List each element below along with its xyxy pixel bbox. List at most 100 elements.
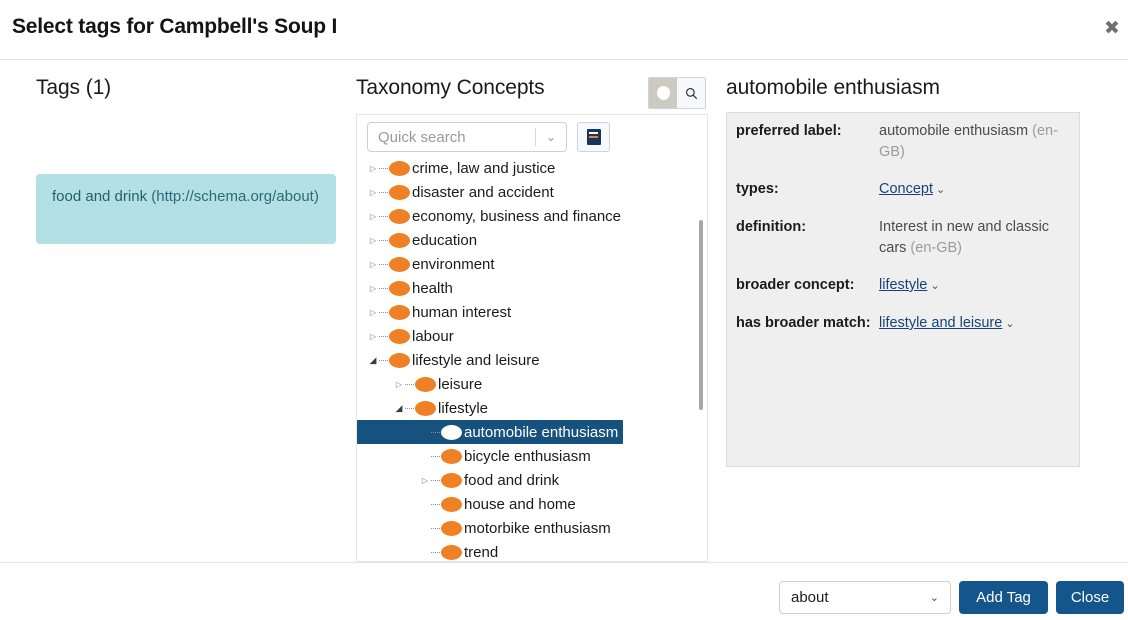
expand-arrow-icon[interactable]: ▷ (369, 187, 377, 197)
concept-dot-icon (389, 256, 410, 272)
tree-item[interactable]: ◢lifestyle and leisure (357, 348, 707, 372)
expand-arrow-icon[interactable]: ▷ (421, 475, 429, 485)
expand-arrow-icon[interactable]: ▷ (369, 259, 377, 269)
concept-dot-icon (441, 496, 462, 512)
tree-item[interactable]: ▷ labour (357, 324, 707, 348)
tree-item[interactable]: ▷disaster and accident (357, 180, 707, 204)
tag-chip[interactable]: food and drink (http://schema.org/about) (36, 174, 336, 244)
search-input[interactable]: Quick search ⌄ (367, 122, 567, 152)
tree-scrollbar[interactable] (699, 220, 703, 410)
tree-connector (379, 215, 388, 217)
detail-row: definition:Interest in new and classic c… (727, 209, 1079, 267)
detail-value-link[interactable]: Concept (879, 181, 934, 197)
expand-arrow-icon[interactable]: ▷ (369, 307, 377, 317)
tree-connector (431, 479, 440, 481)
tree-connector (379, 191, 388, 193)
concept-dot-icon (441, 424, 462, 440)
tree-item-label: leisure (438, 375, 483, 393)
detail-value-text: automobile enthusiasm (879, 123, 1029, 139)
dialog-body: Tags (1) food and drink (http://schema.o… (0, 60, 1128, 562)
tree-item-label: labour (412, 327, 454, 345)
tree-item[interactable]: ▷economy, business and finance (357, 204, 707, 228)
concept-dot-icon (415, 376, 436, 392)
tree-item-label: house and home (464, 495, 576, 513)
tree-item[interactable]: motorbike enthusiasm (357, 516, 707, 540)
detail-row-key: broader concept: (736, 277, 855, 293)
tree-item[interactable]: ◢ lifestyle (357, 396, 707, 420)
tree-item-label: automobile enthusiasm (464, 423, 619, 441)
tree-connector (431, 455, 440, 457)
tree-item-label: motorbike enthusiasm (464, 519, 611, 537)
expand-arrow-icon[interactable]: ▷ (369, 331, 377, 341)
tree-item-label: human interest (412, 303, 512, 321)
tree-item-label: crime, law and justice (412, 159, 556, 177)
detail-row: has broader match:lifestyle and leisure⌄ (727, 305, 1079, 343)
tree-item-label: education (412, 231, 478, 249)
expand-arrow-icon[interactable]: ▷ (369, 235, 377, 245)
tree-item-label: lifestyle (438, 399, 489, 417)
search-separator (535, 128, 536, 146)
tree-item[interactable]: ▷ education (357, 228, 707, 252)
detail-value-link[interactable]: lifestyle and leisure (879, 315, 1003, 331)
detail-value-link[interactable]: lifestyle (879, 277, 928, 293)
chevron-down-icon[interactable]: ⌄ (1005, 318, 1015, 330)
tag-chip-label: food and drink (52, 188, 152, 205)
detail-row: preferred label:automobile enthusiasm (e… (727, 113, 1079, 171)
dialog-title: Select tags for Campbell's Soup I (12, 15, 338, 38)
expand-arrow-icon[interactable]: ▷ (369, 211, 377, 221)
detail-row-value: automobile enthusiasm (en-GB) (879, 113, 1079, 171)
chevron-down-icon: ⌄ (929, 592, 939, 604)
concept-dot-icon (441, 544, 462, 560)
concept-dot-icon (389, 280, 410, 296)
tree-item[interactable]: ▷ leisure (357, 372, 707, 396)
expand-arrow-icon[interactable]: ▷ (369, 283, 377, 293)
concept-view-button[interactable] (649, 78, 677, 108)
tree-item-label: food and drink (464, 471, 560, 489)
tree-item-label: trend (464, 543, 499, 561)
detail-row-value: lifestyle⌄ (879, 267, 1079, 305)
concept-dot-icon (389, 304, 410, 320)
tree-item[interactable]: ▷ food and drink (357, 468, 707, 492)
dialog-header: Select tags for Campbell's Soup I ✖ (0, 0, 1128, 60)
dialog-footer: about ⌄ Add Tag Close (0, 562, 1128, 620)
add-tag-button[interactable]: Add Tag (959, 581, 1048, 614)
tree-connector (379, 167, 388, 169)
tree-item[interactable]: house and home (357, 492, 707, 516)
tags-heading: Tags (1) (36, 76, 112, 99)
tree-item[interactable]: ▷ human interest (357, 300, 707, 324)
close-button[interactable]: Close (1056, 581, 1124, 614)
tree-connector (431, 431, 440, 433)
relation-select[interactable]: about ⌄ (779, 581, 951, 614)
tree-item[interactable]: bicycle enthusiasm (357, 444, 707, 468)
tree-item-label: health (412, 279, 453, 297)
expand-arrow-icon[interactable]: ▷ (395, 379, 403, 389)
chevron-down-icon[interactable]: ⌄ (545, 130, 557, 144)
expand-arrow-icon[interactable]: ▷ (369, 163, 377, 173)
close-icon[interactable]: ✖ (1098, 18, 1120, 40)
detail-value-lang: (en-GB) (906, 240, 962, 256)
tree-item[interactable]: trend (357, 540, 707, 561)
tree-connector (431, 503, 440, 505)
taxonomy-panel: Taxonomy Concepts Quick search ⌄ (356, 60, 714, 562)
tree-connector (379, 263, 388, 265)
tree-item[interactable]: automobile enthusiasm (357, 420, 624, 444)
tree-item[interactable]: ▷ environment (357, 252, 707, 276)
tree-item-label: environment (412, 255, 495, 273)
tree-connector (431, 551, 440, 553)
collapse-arrow-icon[interactable]: ◢ (395, 402, 403, 413)
taxonomy-tree[interactable]: ▷ crime, law and justice ▷disaster and acc… (356, 156, 708, 562)
tag-chip-uri: (http://schema.org/about) (151, 188, 319, 205)
collapse-arrow-icon[interactable]: ◢ (369, 354, 377, 365)
tree-item[interactable]: ▷ crime, law and justice (357, 156, 707, 180)
concept-dot-icon (441, 448, 462, 464)
relation-select-value: about (791, 589, 829, 606)
concept-dot-icon (389, 160, 410, 176)
tree-connector (379, 311, 388, 313)
view-toggle-group (648, 77, 706, 109)
book-icon (586, 129, 601, 145)
search-view-button[interactable] (677, 78, 705, 108)
chevron-down-icon[interactable]: ⌄ (936, 184, 946, 196)
tree-item[interactable]: ▷ health (357, 276, 707, 300)
book-button[interactable] (577, 122, 610, 152)
chevron-down-icon[interactable]: ⌄ (930, 280, 940, 292)
